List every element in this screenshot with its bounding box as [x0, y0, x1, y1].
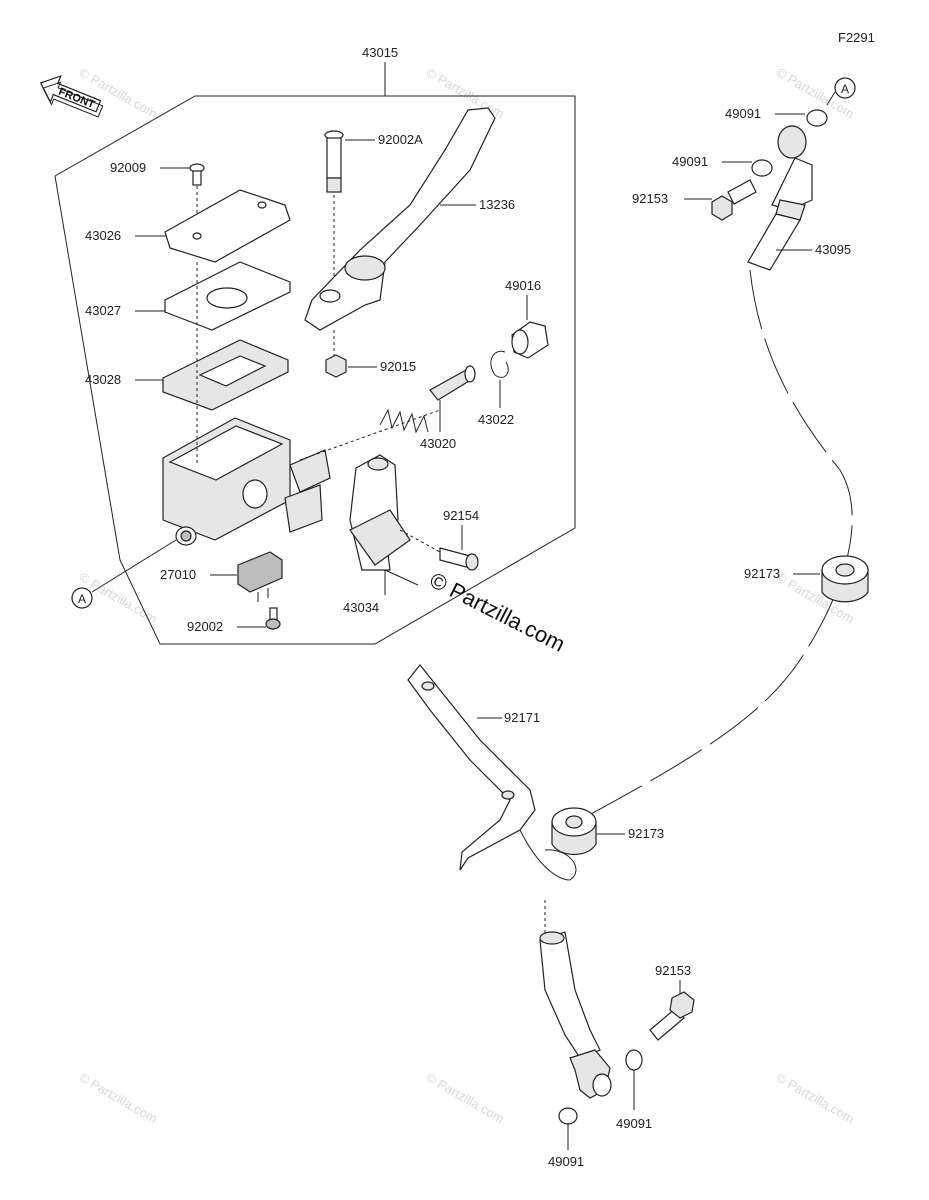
- label-43026: 43026: [85, 228, 121, 243]
- hose-route: [579, 269, 853, 821]
- pivot-bolt-92002A: [324, 130, 344, 193]
- ref-marker-label: A: [78, 592, 86, 606]
- label-27010: 27010: [160, 567, 196, 582]
- master-cylinder-body: [162, 417, 331, 546]
- ref-marker-a-right: [834, 77, 856, 99]
- label-49091-c: 49091: [616, 1116, 652, 1131]
- label-43022: 43022: [478, 412, 514, 427]
- watermark: © Partzilla.com: [424, 1070, 507, 1127]
- label-92002: 92002: [187, 619, 223, 634]
- washer-49091-c: [625, 1049, 643, 1071]
- label-92009: 92009: [110, 160, 146, 175]
- label-43028: 43028: [85, 372, 121, 387]
- figure-code: F2291: [838, 30, 875, 45]
- brand-watermark: © Partzilla.com: [426, 567, 569, 657]
- watermark: © Partzilla.com: [774, 1070, 857, 1127]
- label-49091-a: 49091: [725, 106, 761, 121]
- ref-marker-a-left: [71, 587, 93, 609]
- label-43015: 43015: [362, 45, 398, 60]
- grommet-92173-b: [551, 807, 597, 856]
- label-92153-top: 92153: [632, 191, 668, 206]
- label-92153-bottom: 92153: [655, 963, 691, 978]
- clamp-43034: [349, 454, 411, 571]
- screw-92009: [189, 163, 205, 186]
- label-49091-d: 49091: [548, 1154, 584, 1169]
- lower-hose: [539, 931, 601, 1059]
- circlip-43022: [490, 350, 509, 378]
- label-92171: 92171: [504, 710, 540, 725]
- label-92002A: 92002A: [378, 132, 423, 147]
- nut-92015: [325, 354, 347, 378]
- brake-hose-43095: [747, 125, 813, 271]
- label-92173-a: 92173: [744, 566, 780, 581]
- washer-49091-a: [806, 109, 828, 127]
- banjo-bolt-92153-top: [711, 179, 757, 221]
- label-92173-b: 92173: [628, 826, 664, 841]
- reservoir-cap-43026: [164, 189, 291, 263]
- label-43034: 43034: [343, 600, 379, 615]
- label-43095: 43095: [815, 242, 851, 257]
- screw-92002: [265, 607, 281, 630]
- bracket-92171: [407, 664, 536, 871]
- label-49091-b: 49091: [672, 154, 708, 169]
- label-92015: 92015: [380, 359, 416, 374]
- banjo-bolt-92153-bottom: [649, 991, 695, 1041]
- label-13236: 13236: [479, 197, 515, 212]
- washer-49091-d: [558, 1107, 578, 1125]
- watermark: © Partzilla.com: [424, 65, 507, 122]
- label-43027: 43027: [85, 303, 121, 318]
- brake-switch-27010: [237, 551, 283, 593]
- bolt-92154: [439, 547, 479, 571]
- assembly-outline: [54, 95, 576, 645]
- front-label: FRONT: [57, 86, 97, 111]
- piston-43020: [379, 365, 476, 434]
- label-49016: 49016: [505, 278, 541, 293]
- label-92154: 92154: [443, 508, 479, 523]
- label-43020: 43020: [420, 436, 456, 451]
- washer-49091-b: [751, 159, 773, 177]
- ref-marker-label: A: [841, 82, 849, 96]
- watermark: © Partzilla.com: [77, 1070, 160, 1127]
- grommet-92173-a: [821, 555, 869, 603]
